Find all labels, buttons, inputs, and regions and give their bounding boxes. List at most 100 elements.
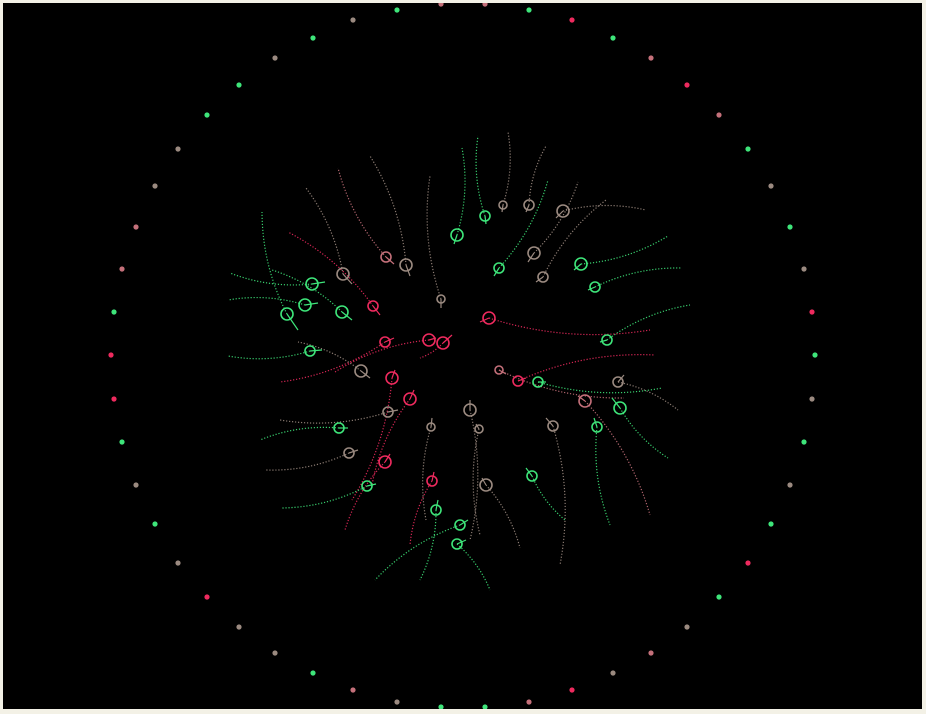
- particle-trail: [337, 167, 387, 258]
- outer-dot: [111, 309, 117, 315]
- particle-tail: [599, 339, 608, 343]
- outer-dot: [526, 699, 532, 705]
- particle-trail: [488, 317, 651, 336]
- particle-tail: [573, 263, 582, 271]
- outer-dot: [716, 594, 722, 600]
- outer-dot: [482, 704, 488, 709]
- outer-dot: [133, 224, 139, 230]
- particle-ring: [526, 470, 538, 482]
- particle-ring: [450, 228, 464, 242]
- particle-ring: [385, 371, 399, 385]
- outer-dot: [272, 55, 278, 61]
- outer-dot: [236, 82, 242, 88]
- outer-dot: [526, 7, 532, 13]
- particle-ring: [304, 345, 316, 357]
- outer-dot: [768, 183, 774, 189]
- particle-ring: [280, 307, 294, 321]
- particle-ring: [430, 504, 442, 516]
- particle-trail: [498, 179, 549, 269]
- particle-trails: [227, 131, 691, 591]
- outer-dot: [716, 112, 722, 118]
- particle-tail: [525, 204, 530, 213]
- particle-trail: [528, 145, 547, 206]
- particle-trail: [281, 485, 368, 509]
- outer-dot: [684, 82, 690, 88]
- particle-ring: [403, 392, 417, 406]
- particle-ring: [474, 424, 484, 434]
- outer-dot: [610, 670, 616, 676]
- outer-dot: [175, 146, 181, 152]
- outer-dot: [350, 687, 356, 693]
- particle-trail: [469, 409, 479, 541]
- particle-ring: [305, 277, 319, 291]
- particle-ring: [494, 365, 504, 375]
- particle-trail: [279, 411, 389, 424]
- particle-ring: [463, 403, 477, 417]
- particle-trail: [409, 480, 433, 546]
- particle-ring: [333, 422, 345, 434]
- outer-dot: [350, 17, 356, 23]
- particle-trail: [227, 350, 311, 360]
- particle-trail: [498, 369, 625, 399]
- outer-dot: [119, 266, 125, 272]
- particle-ring: [547, 420, 559, 432]
- particle-ring: [436, 294, 446, 304]
- outer-dot: [801, 266, 807, 272]
- particle-trail: [619, 407, 669, 459]
- particle-ring: [354, 364, 368, 378]
- particle-ring: [498, 200, 508, 210]
- outer-dot: [745, 560, 751, 566]
- particle-trail: [374, 524, 461, 581]
- particle-ring: [613, 401, 627, 415]
- particle-trail: [351, 377, 393, 501]
- particle-tail: [286, 313, 299, 331]
- outer-dot: [809, 396, 815, 402]
- particle-trail: [606, 304, 691, 341]
- particle-ring: [537, 271, 549, 283]
- particle-ring: [378, 455, 392, 469]
- particle-ring: [482, 311, 496, 325]
- outer-dot: [310, 35, 316, 41]
- particle-trail: [531, 475, 566, 521]
- visualization-canvas: [3, 3, 922, 709]
- particle-trail: [552, 425, 566, 566]
- outer-dot: [236, 624, 242, 630]
- particle-trail: [584, 400, 651, 516]
- particle-tail: [391, 369, 396, 379]
- particle-ring: [454, 519, 466, 531]
- particle-ring: [578, 394, 592, 408]
- particle-trail: [594, 267, 683, 288]
- outer-dot: [204, 112, 210, 118]
- particle-trail: [456, 147, 466, 236]
- particle-trail: [517, 354, 656, 382]
- particle-trail: [287, 231, 374, 307]
- outer-dot: [569, 687, 575, 693]
- particle-trail: [580, 235, 669, 265]
- particle-ring: [556, 204, 570, 218]
- particle-tail: [555, 210, 564, 219]
- outer-dot: [310, 670, 316, 676]
- outer-dot: [787, 482, 793, 488]
- particle-ring: [426, 475, 438, 487]
- particle-tail: [484, 215, 487, 225]
- particle-ring: [589, 281, 601, 293]
- particle-ring: [426, 422, 436, 432]
- outer-dot: [809, 309, 815, 315]
- outer-dot: [745, 146, 751, 152]
- particle-trail: [485, 484, 521, 549]
- particle-trail: [229, 272, 313, 286]
- outer-dot: [801, 439, 807, 445]
- particle-trail: [617, 381, 679, 411]
- particle-ring: [422, 333, 436, 347]
- particle-trail: [472, 428, 481, 536]
- particle-ring: [523, 199, 535, 211]
- outer-dot: [394, 7, 400, 13]
- outer-dot: [204, 594, 210, 600]
- particle-trail: [502, 131, 511, 206]
- particle-trail: [305, 187, 344, 275]
- outer-dot: [438, 704, 444, 709]
- outer-dot: [569, 17, 575, 23]
- outer-dot: [152, 521, 158, 527]
- particle-ring: [380, 251, 392, 263]
- particle-ring: [527, 246, 541, 260]
